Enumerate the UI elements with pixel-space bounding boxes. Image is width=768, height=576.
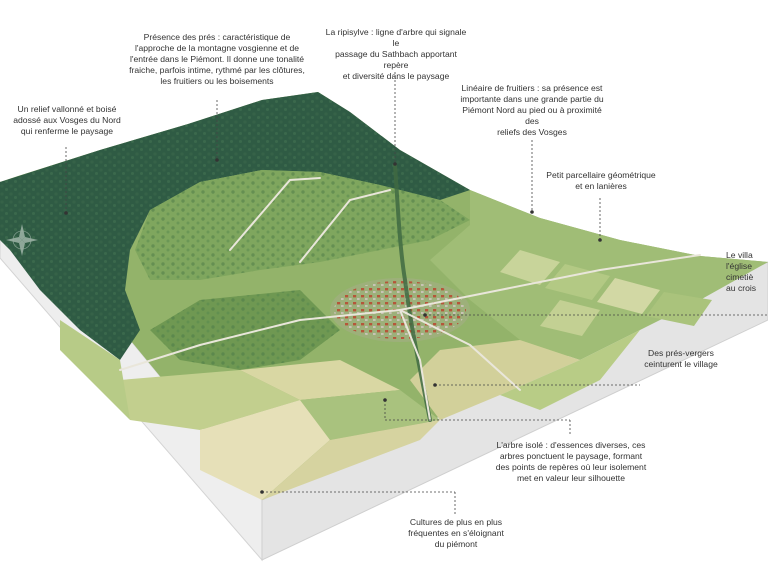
annotation-ripisylve: La ripisylve : ligne d'arbre qui signale… — [325, 27, 467, 81]
annotation-relief: Un relief vallonné et boisé adossé aux V… — [13, 104, 121, 136]
hill-orchards — [135, 170, 470, 280]
strip-parcels — [500, 250, 712, 336]
lower-fields — [60, 320, 640, 500]
orchard-belt-texture — [150, 290, 340, 370]
leader-lines — [64, 72, 768, 514]
forest-texture — [0, 92, 470, 360]
annotation-fruitiers: Linéaire de fruitiers : sa présence est … — [460, 83, 604, 137]
annotation-parcellaire: Petit parcellaire géométrique et en lani… — [546, 170, 656, 191]
ripisylve-line — [393, 163, 432, 422]
annotation-arbre-isole: L'arbre isolé : d'essences diverses, ces… — [495, 440, 647, 483]
annotation-pres-vergers: Des prés-vergers ceinturent le village — [644, 348, 718, 369]
annotation-village: Le villa l'église cimetiè au crois — [726, 250, 757, 293]
roads — [119, 177, 701, 421]
annotation-pres: Présence des prés : caractéristique de l… — [129, 32, 305, 86]
compass-rose-icon — [6, 224, 38, 256]
annotation-cultures: Cultures de plus en plus fréquentes en s… — [408, 517, 504, 549]
